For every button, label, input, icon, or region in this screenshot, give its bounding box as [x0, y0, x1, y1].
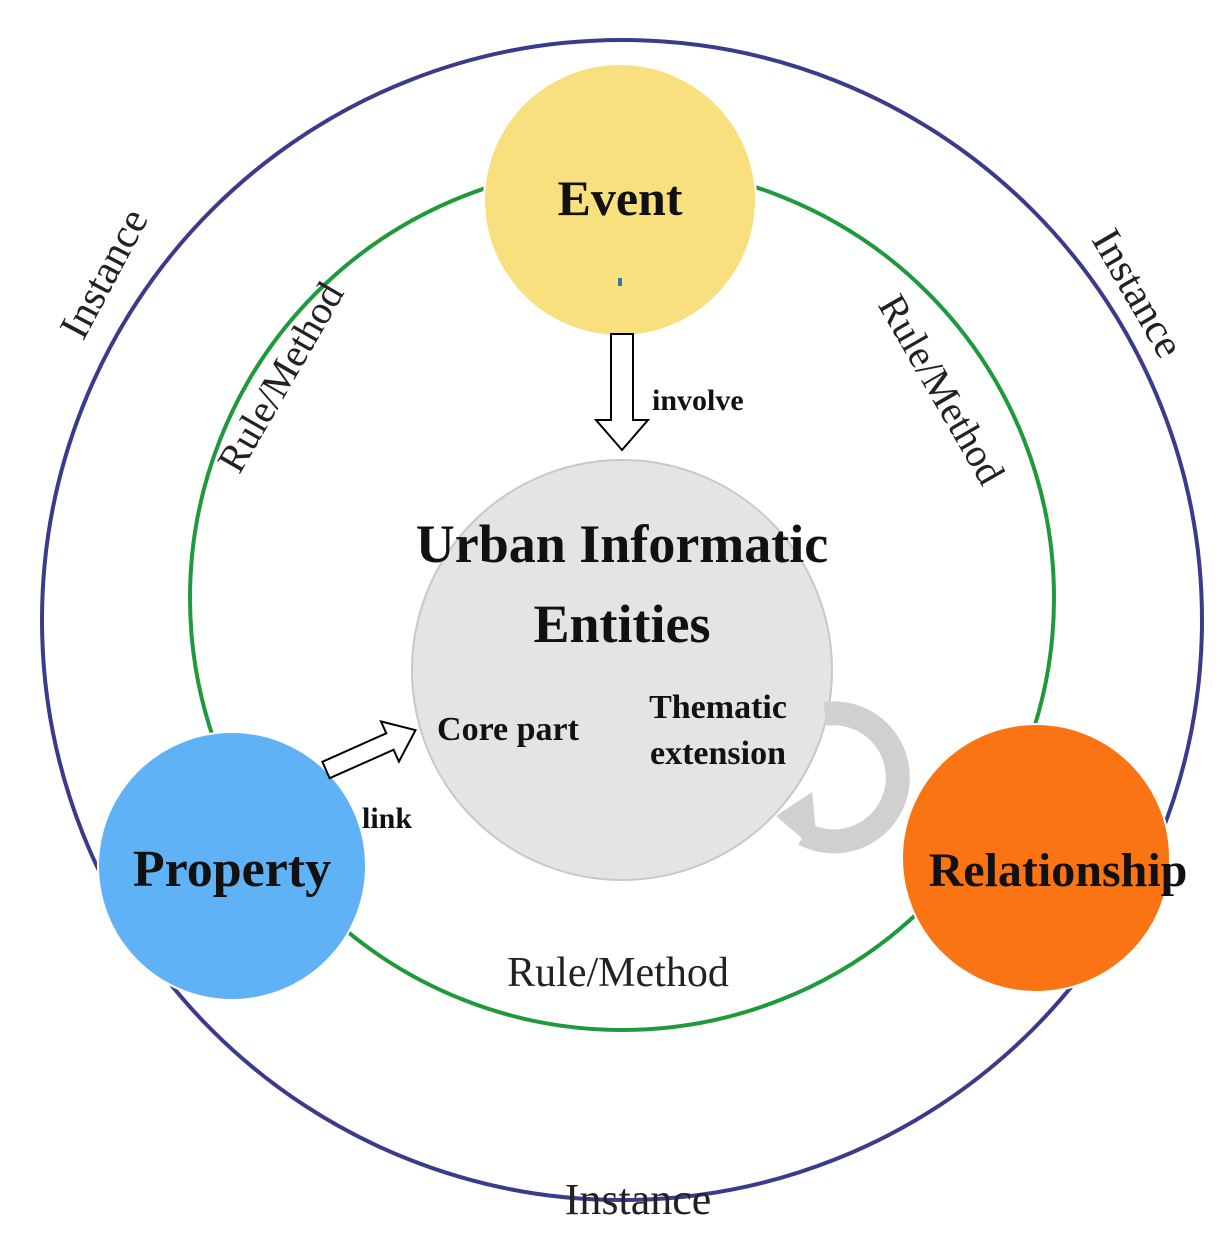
instance-label-right: Instance [1082, 221, 1192, 365]
instance-label-left: Instance [51, 201, 157, 346]
link-arrow [321, 719, 418, 780]
instance-ring [40, 38, 1204, 1202]
property-circle [97, 731, 367, 1001]
rule-method-label-left: Rule/Method [208, 275, 353, 480]
link-label: link [362, 802, 412, 835]
thematic-label-line1: Thematic [649, 689, 787, 726]
center-title-line1: Urban Informatic [416, 514, 828, 574]
urban-entities-circle [411, 459, 833, 881]
rule-method-label-right: Rule/Method [869, 287, 1014, 492]
instance-label-bottom: Instance [565, 1175, 712, 1224]
relationship-circle [901, 723, 1171, 993]
event-marker-dot [618, 278, 622, 286]
core-part-label: Core part [437, 711, 580, 748]
relationship-label: Relationship [929, 844, 1188, 897]
event-label: Event [558, 170, 683, 226]
rule-method-label-bottom: Rule/Method [507, 950, 729, 996]
thematic-cycle-arrow [776, 701, 910, 854]
thematic-label-line2: extension [650, 735, 786, 772]
center-title-line2: Entities [533, 594, 710, 654]
involve-arrow [593, 333, 651, 452]
property-label: Property [133, 841, 331, 898]
involve-label: involve [652, 384, 744, 417]
